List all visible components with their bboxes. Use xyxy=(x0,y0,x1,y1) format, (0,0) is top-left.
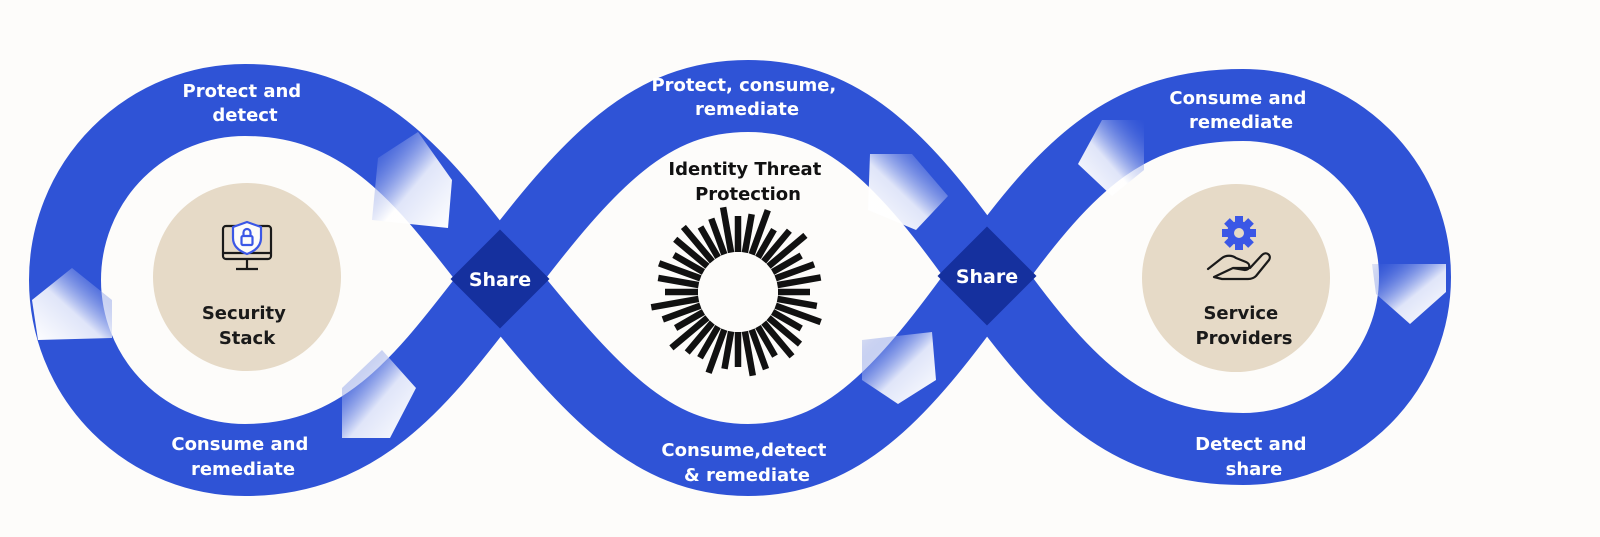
gear-icon xyxy=(1222,216,1256,250)
sunburst-ray xyxy=(741,330,756,377)
sunburst-ray xyxy=(661,302,702,323)
sunburst-ray xyxy=(761,320,795,359)
band-labels: Protect and detect Consume and remediate… xyxy=(171,75,1313,486)
sunburst-ray xyxy=(719,206,735,254)
sunburst-ray xyxy=(761,228,792,264)
sunburst-ray xyxy=(766,315,803,347)
flow-arrow-center-bottom xyxy=(862,332,936,404)
sunburst-ray xyxy=(755,324,778,358)
sunburst-ray xyxy=(748,209,771,256)
sunburst-ray xyxy=(680,224,715,264)
center-bottom-label: Consume,detect & remediate xyxy=(661,440,832,486)
sunburst-ray xyxy=(669,315,710,351)
gear-hole xyxy=(1234,228,1244,238)
identity-threat-protection-node: Identity Threat Protection xyxy=(650,159,827,377)
sunburst-ray xyxy=(770,309,803,332)
service-providers-node: Service Providers xyxy=(1142,184,1330,372)
center-title: Identity Threat Protection xyxy=(668,159,827,205)
hand-icon xyxy=(1206,252,1271,281)
sunburst-ray xyxy=(770,252,803,275)
sunburst-ray xyxy=(650,295,700,311)
share-hub-right xyxy=(937,226,1037,326)
flow-arrow-center-top xyxy=(868,154,948,230)
share-hub-right-label: Share xyxy=(956,266,1018,288)
sunburst-ray xyxy=(748,328,770,371)
right-bottom-label: Detect and share xyxy=(1195,434,1313,480)
gear-tooth xyxy=(1235,242,1243,250)
sunburst-ray xyxy=(766,232,808,269)
flow-arrows xyxy=(32,120,1446,438)
gear-tooth xyxy=(1235,216,1243,224)
right-top-label: Consume and remediate xyxy=(1169,88,1312,133)
flow-arrow-left-bottom xyxy=(342,350,416,438)
sunburst-ray xyxy=(755,227,777,260)
sunburst-ray xyxy=(741,213,755,254)
security-stack-circle xyxy=(153,183,341,371)
flow-arrow-left-side xyxy=(32,268,112,340)
sunburst-ray xyxy=(673,236,710,269)
gear-hand-icon xyxy=(1206,216,1271,281)
sunburst-ray xyxy=(657,274,700,289)
service-providers-label: Service Providers xyxy=(1195,303,1292,349)
sunburst-ray xyxy=(657,260,702,282)
sunburst-ray xyxy=(721,330,735,370)
left-bottom-label: Consume and remediate xyxy=(171,434,314,480)
sunburst-ray xyxy=(672,252,706,275)
sunburst-ray xyxy=(697,324,721,360)
sunburst-ray xyxy=(776,295,818,310)
security-stack-node: Security Stack xyxy=(153,183,341,371)
flow-arrow-left-top xyxy=(372,132,452,228)
security-stack-label: Security Stack xyxy=(202,303,292,349)
flow-arrow-right-side xyxy=(1372,264,1446,324)
monitor-shield-lock-icon xyxy=(221,220,273,271)
sunburst-ray xyxy=(774,302,822,326)
sunburst-ray xyxy=(708,217,728,256)
sunburst-ray xyxy=(697,225,721,260)
sunburst-logo-icon xyxy=(650,206,822,377)
flow-arrow-right-top xyxy=(1078,120,1144,196)
sunburst-ray xyxy=(673,309,706,331)
left-top-label: Protect and detect xyxy=(183,81,308,126)
sunburst-ray xyxy=(705,328,728,374)
center-top-label: Protect, consume, remediate xyxy=(651,75,842,120)
sunburst-ray xyxy=(776,274,822,289)
sunburst-ray xyxy=(684,320,715,355)
share-hub-left-label: Share xyxy=(469,269,531,291)
sunburst-ray xyxy=(774,261,816,282)
